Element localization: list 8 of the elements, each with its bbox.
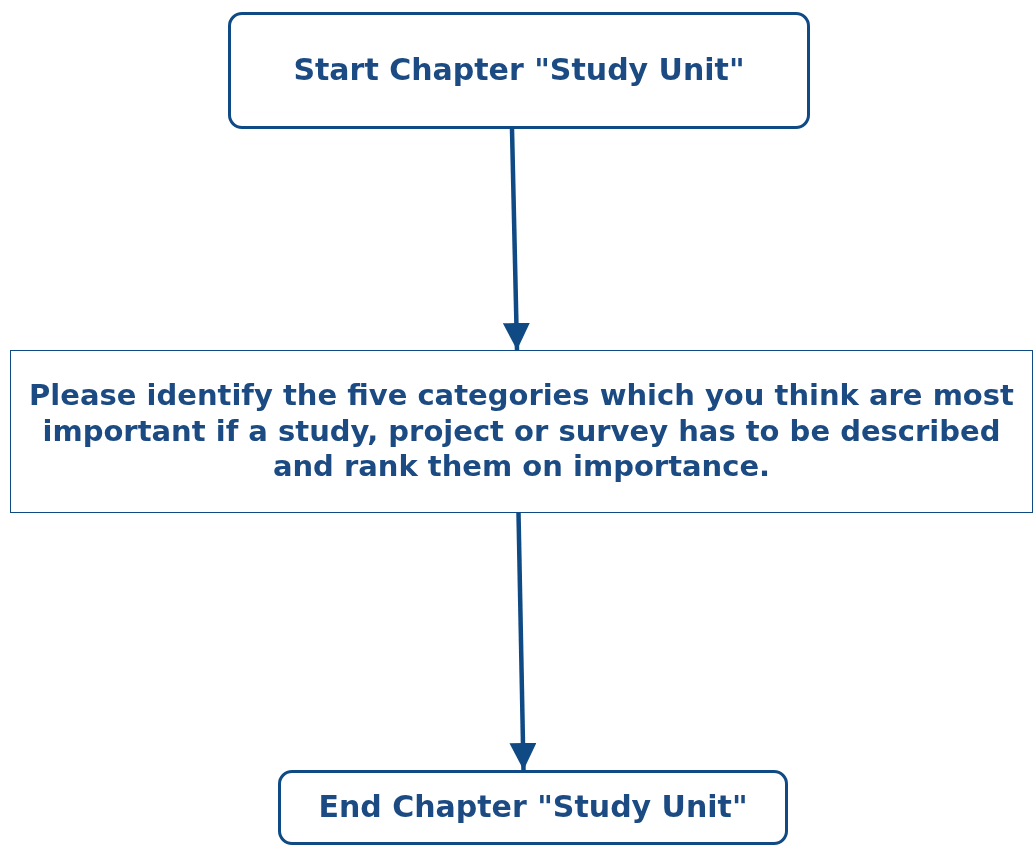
node-text: End Chapter "Study Unit" xyxy=(318,789,748,826)
process-box xyxy=(10,350,1033,513)
node-text: Start Chapter "Study Unit" xyxy=(293,52,745,89)
terminal-box xyxy=(278,770,788,845)
terminal-box xyxy=(228,12,810,129)
arrow xyxy=(502,128,530,351)
node-text: Please identify the five categories which you think are most important if a study, project or survey has to be described and rank them on importance. xyxy=(28,378,1015,485)
arrow xyxy=(509,512,537,771)
